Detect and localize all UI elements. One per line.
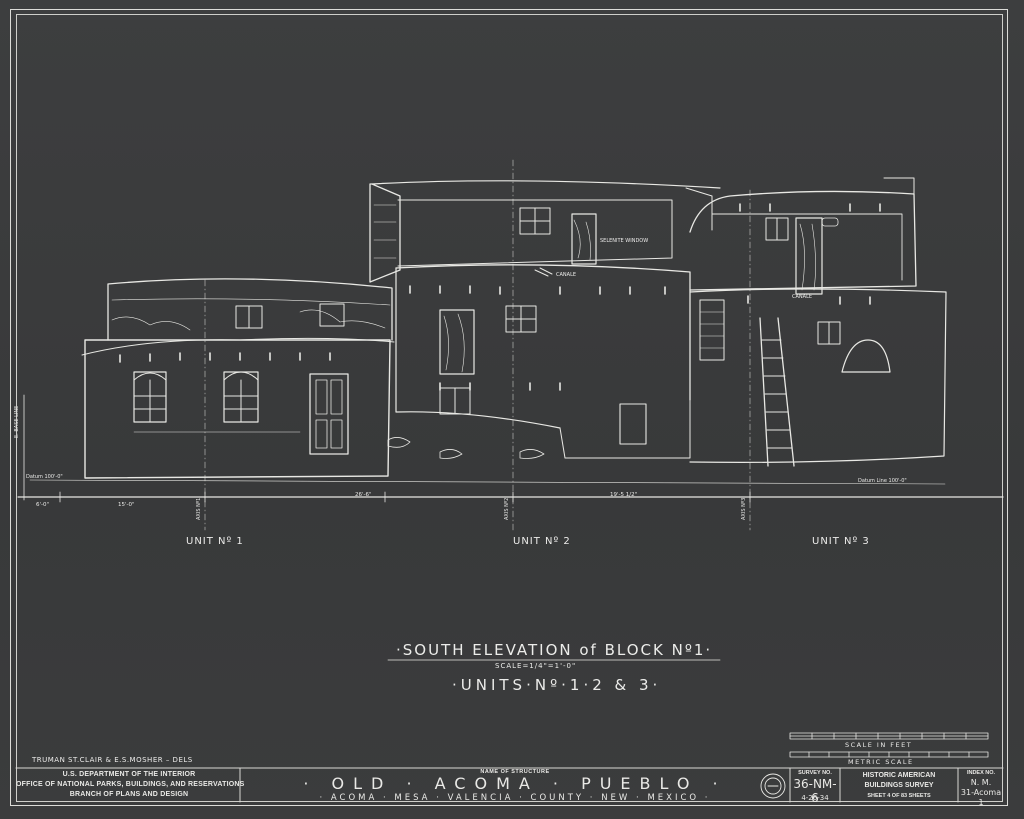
index-line: 31-Acoma xyxy=(960,788,1002,797)
unit-label: UNIT Nº 1 xyxy=(186,536,244,547)
dimension-label: 19'-5 1/2" xyxy=(610,492,638,498)
drawing-title: ·SOUTH ELEVATION of BLOCK Nº1· xyxy=(396,641,713,659)
unit-label: UNIT Nº 3 xyxy=(812,536,870,547)
index-number: N. M. 31-Acoma 1 xyxy=(958,778,1004,808)
sheet-border-outer xyxy=(10,9,1008,806)
index-line: N. M. xyxy=(970,778,992,787)
sheet-border-inner xyxy=(16,14,1003,802)
branch-line: BRANCH OF PLANS AND DESIGN xyxy=(69,791,189,798)
index-line: 1 xyxy=(978,798,984,807)
axis-label: AXIS Nº3 xyxy=(741,497,747,520)
unit-label: UNIT Nº 2 xyxy=(513,536,571,547)
index-number-caption: INDEX NO. xyxy=(966,770,996,776)
base-line-note: E. BASE LINE xyxy=(14,405,20,438)
habs-line: HISTORIC AMERICAN xyxy=(862,772,936,779)
canale-note: CANALE xyxy=(792,294,813,300)
structure-name-caption: NAME OF STRUCTURE xyxy=(480,769,550,775)
survey-date: 4-26-34 xyxy=(801,794,829,802)
office-line: OFFICE OF NATIONAL PARKS, BUILDINGS, AND… xyxy=(16,781,245,788)
datum-note-left: Datum 100'-0" xyxy=(26,474,63,480)
datum-note-right: Datum Line 100'-0" xyxy=(858,478,907,484)
department-seal-icon xyxy=(760,773,786,799)
axis-label: AXIS Nº2 xyxy=(504,497,510,520)
metric-scale-label: METRIC SCALE xyxy=(848,758,914,766)
delineators-credit: TRUMAN ST.CLAIR & E.S.MOSHER – DELS xyxy=(32,756,193,764)
drawing-scale: SCALE=1/4"=1'-0" xyxy=(495,662,577,670)
axis-label: AXIS Nº1 xyxy=(196,497,202,520)
selenite-window-note: SELENITE WINDOW xyxy=(600,238,649,244)
structure-name: · OLD · ACOMA · PUEBLO · xyxy=(303,774,727,793)
scale-in-feet-label: SCALE IN FEET xyxy=(845,741,913,749)
habs-line: BUILDINGS SURVEY xyxy=(864,782,934,789)
survey-number: 36-NM-6 xyxy=(793,777,837,805)
department-line: U.S. DEPARTMENT OF THE INTERIOR xyxy=(62,771,196,778)
title-block-department: U.S. DEPARTMENT OF THE INTERIOR OFFICE O… xyxy=(16,770,245,800)
drawing-subtitle: ·UNITS·Nº·1·2 & 3· xyxy=(452,676,662,694)
sheet-number: SHEET 4 OF 83 SHEETS xyxy=(867,793,931,799)
dimension-label: 15'-0" xyxy=(118,502,135,508)
habs-label: HISTORIC AMERICAN BUILDINGS SURVEY xyxy=(840,771,958,791)
structure-location: · ACOMA · MESA · VALENCIA · COUNTY · NEW… xyxy=(319,793,711,803)
dimension-label: 26'-6" xyxy=(355,492,372,498)
canale-note: CANALE xyxy=(556,272,577,278)
dimension-label: 6'-0" xyxy=(36,502,50,508)
survey-number-caption: SURVEY NO. xyxy=(798,770,832,776)
